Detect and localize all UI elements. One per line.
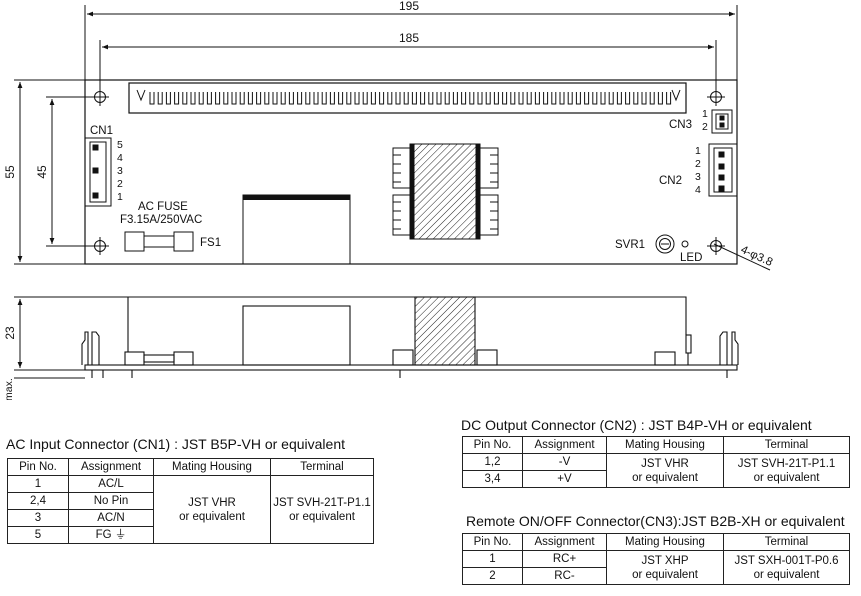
svr1-label: SVR1: [615, 239, 645, 251]
table-row: 2,4 No Pin: [7, 492, 374, 510]
cn3-table-title: Remote ON/OFF Connector(CN3):JST B2B-XH …: [466, 513, 845, 529]
fs1-label: FS1: [200, 237, 221, 249]
dim-side-max-label: 2 max.: [3, 378, 15, 400]
cn2-table-title: DC Output Connector (CN2) : JST B4P-VH o…: [461, 417, 812, 433]
led-indicator: [681, 240, 689, 248]
svg-text:4: 4: [117, 152, 123, 164]
cn1-table: Pin No. Assignment Mating Housing Termin…: [7, 458, 374, 544]
svg-text:5: 5: [117, 139, 123, 151]
heatsink-fins: [136, 89, 681, 105]
cn1-pin-numbers: 5 4 3 2 1: [117, 139, 123, 203]
header-terminal: Terminal: [270, 458, 374, 476]
svg-text:1: 1: [695, 145, 701, 157]
dim-hole-spacing: [46, 96, 94, 247]
cn2-connector: [708, 143, 738, 197]
cn1-table-title: AC Input Connector (CN1) : JST B5P-VH or…: [6, 436, 346, 452]
ac-fuse-label: AC FUSE: [138, 201, 188, 213]
dim-height-label: 55: [3, 165, 17, 179]
dim-hole-pitch-label: 185: [399, 31, 419, 45]
cn3-table: Pin No. Assignment Mating Housing Termin…: [462, 533, 850, 585]
header-assignment: Assignment: [68, 458, 154, 476]
svg-text:4: 4: [695, 184, 701, 196]
svg-text:3: 3: [117, 165, 123, 177]
dim-overall-width: [84, 5, 738, 80]
svg-text:2: 2: [695, 158, 701, 170]
mounting-hole-tr: [707, 88, 725, 106]
heatsink-strip: [128, 82, 687, 114]
svg-text:3: 3: [695, 171, 701, 183]
hole-callout-leader: [713, 243, 771, 271]
cn3-label: CN3: [669, 119, 692, 131]
fuse-fs1: [124, 231, 194, 252]
svg-text:1: 1: [702, 108, 708, 120]
header-mating-housing: Mating Housing: [153, 458, 271, 476]
cn3-connector: [711, 109, 733, 134]
cn2-label: CN2: [659, 175, 682, 187]
table-row: 3,4 +V: [462, 470, 850, 488]
cn1-connector: [84, 137, 112, 207]
hole-callout-label: 4-φ3.8: [739, 244, 775, 269]
dim-height: [14, 79, 85, 265]
side-view: [14, 296, 739, 379]
transformer-top: [392, 143, 499, 240]
cn2-pin-numbers: 1 2 3 4: [695, 145, 701, 196]
dim-hole-spacing-label: 45: [35, 165, 49, 179]
dim-hole-pitch: [99, 40, 717, 95]
svg-text:2: 2: [117, 178, 123, 190]
table-row: 2 RC-: [462, 567, 850, 585]
mechanical-drawing: 195 185 55: [3, 0, 775, 400]
header-pin-no: Pin No.: [7, 458, 69, 476]
svg-text:2: 2: [702, 121, 708, 133]
svg-text:1: 1: [117, 191, 123, 203]
mounting-hole-br: [707, 237, 725, 255]
svr1-trimmer: [655, 234, 675, 254]
capacitor-block: [242, 194, 351, 265]
top-view: 195 185 55: [3, 0, 775, 271]
dim-overall-width-label: 195: [399, 0, 419, 13]
dim-side-height-label: 23: [3, 326, 17, 340]
cn1-label: CN1: [90, 125, 113, 137]
table-row: 5 FG ⏚: [7, 526, 374, 544]
led-label: LED: [680, 252, 702, 264]
fuse-rating-label: F3.15A/250VAC: [120, 214, 202, 226]
cn2-table: Pin No. Assignment Mating Housing Termin…: [462, 436, 850, 488]
cn3-pin-numbers: 1 2: [702, 108, 708, 133]
